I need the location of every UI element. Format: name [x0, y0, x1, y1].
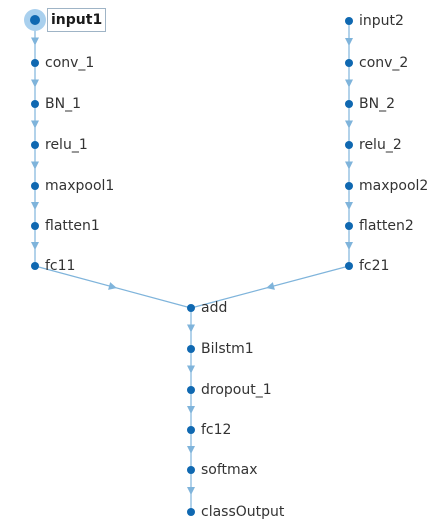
- node-label: add: [201, 300, 228, 316]
- node-label: input1: [47, 8, 107, 32]
- edge-arrowhead: [31, 161, 39, 170]
- edge-arrowhead: [31, 120, 39, 129]
- node-label: maxpool1: [45, 178, 115, 194]
- node-dot[interactable]: [30, 15, 40, 25]
- node-label: fc21: [359, 258, 390, 274]
- node-label: conv_2: [359, 55, 409, 71]
- edge-fc11-add: [34, 265, 192, 309]
- edge-arrowhead: [187, 406, 195, 414]
- node-dot[interactable]: [345, 262, 353, 270]
- node-dot[interactable]: [187, 466, 195, 474]
- edge-conv_2-BN_2: [345, 63, 353, 104]
- edge-arrowhead: [31, 37, 39, 46]
- node-dot[interactable]: [345, 141, 353, 149]
- node-label: flatten1: [45, 218, 100, 234]
- node-label: Bilstm1: [201, 341, 254, 357]
- node-label: relu_2: [359, 137, 402, 153]
- edge-arrowhead: [345, 38, 353, 46]
- node-label: fc11: [45, 258, 76, 274]
- edge-arrowhead: [345, 242, 353, 250]
- edge-arrowhead: [345, 202, 353, 210]
- edge-arrowhead: [345, 79, 353, 88]
- node-dot[interactable]: [31, 59, 39, 67]
- node-label: fc12: [201, 422, 232, 438]
- node-dot[interactable]: [345, 17, 353, 25]
- edge-flatten1-fc11: [31, 226, 39, 266]
- edge-maxpool2-flatten2: [345, 186, 353, 226]
- node-label: softmax: [201, 462, 258, 478]
- node-label: maxpool2: [359, 178, 429, 194]
- edge-arrowhead: [187, 446, 195, 454]
- node-label: dropout_1: [201, 382, 272, 398]
- edge-fc12-softmax: [187, 430, 195, 470]
- node-label: input2: [359, 13, 404, 29]
- node-dot[interactable]: [187, 304, 195, 312]
- edge-dropout_1-fc12: [187, 390, 195, 430]
- edge-input2-conv_2: [345, 21, 353, 63]
- edge-conv_1-BN_1: [31, 63, 39, 104]
- node-dot[interactable]: [187, 345, 195, 353]
- edge-relu_2-maxpool2: [345, 145, 353, 186]
- node-dot[interactable]: [187, 508, 195, 516]
- edge-BN_1-relu_1: [31, 104, 39, 145]
- edge-arrowhead: [187, 365, 195, 374]
- node-dot[interactable]: [31, 262, 39, 270]
- node-dot[interactable]: [345, 182, 353, 190]
- edge-arrowhead: [187, 487, 195, 495]
- node-dot[interactable]: [31, 182, 39, 190]
- node-label: flatten2: [359, 218, 414, 234]
- node-dot[interactable]: [187, 386, 195, 394]
- node-dot[interactable]: [31, 222, 39, 230]
- edge-arrowhead: [31, 79, 39, 88]
- node-label: classOutput: [201, 504, 285, 520]
- node-dot[interactable]: [345, 100, 353, 108]
- node-dot[interactable]: [187, 426, 195, 434]
- edge-maxpool1-flatten1: [31, 186, 39, 226]
- edge-arrowhead: [187, 324, 195, 333]
- edge-arrowhead: [345, 161, 353, 170]
- node-dot[interactable]: [31, 141, 39, 149]
- edge-Bilstm1-dropout_1: [187, 349, 195, 390]
- node-label: BN_2: [359, 96, 395, 112]
- node-dot[interactable]: [345, 222, 353, 230]
- edge-BN_2-relu_2: [345, 104, 353, 145]
- edge-arrowhead: [31, 242, 39, 250]
- edge-arrowhead: [266, 282, 275, 290]
- edge-flatten2-fc21: [345, 226, 353, 266]
- edge-arrowhead: [108, 282, 117, 290]
- node-label: relu_1: [45, 137, 88, 153]
- edge-softmax-classOutput: [187, 470, 195, 512]
- edge-fc21-add: [190, 265, 350, 309]
- edge-arrowhead: [31, 202, 39, 210]
- edge-arrowhead: [345, 120, 353, 129]
- node-dot[interactable]: [345, 59, 353, 67]
- edge-relu_1-maxpool1: [31, 145, 39, 186]
- node-dot[interactable]: [31, 100, 39, 108]
- edge-add-Bilstm1: [187, 308, 195, 349]
- node-label: conv_1: [45, 55, 95, 71]
- node-label: BN_1: [45, 96, 81, 112]
